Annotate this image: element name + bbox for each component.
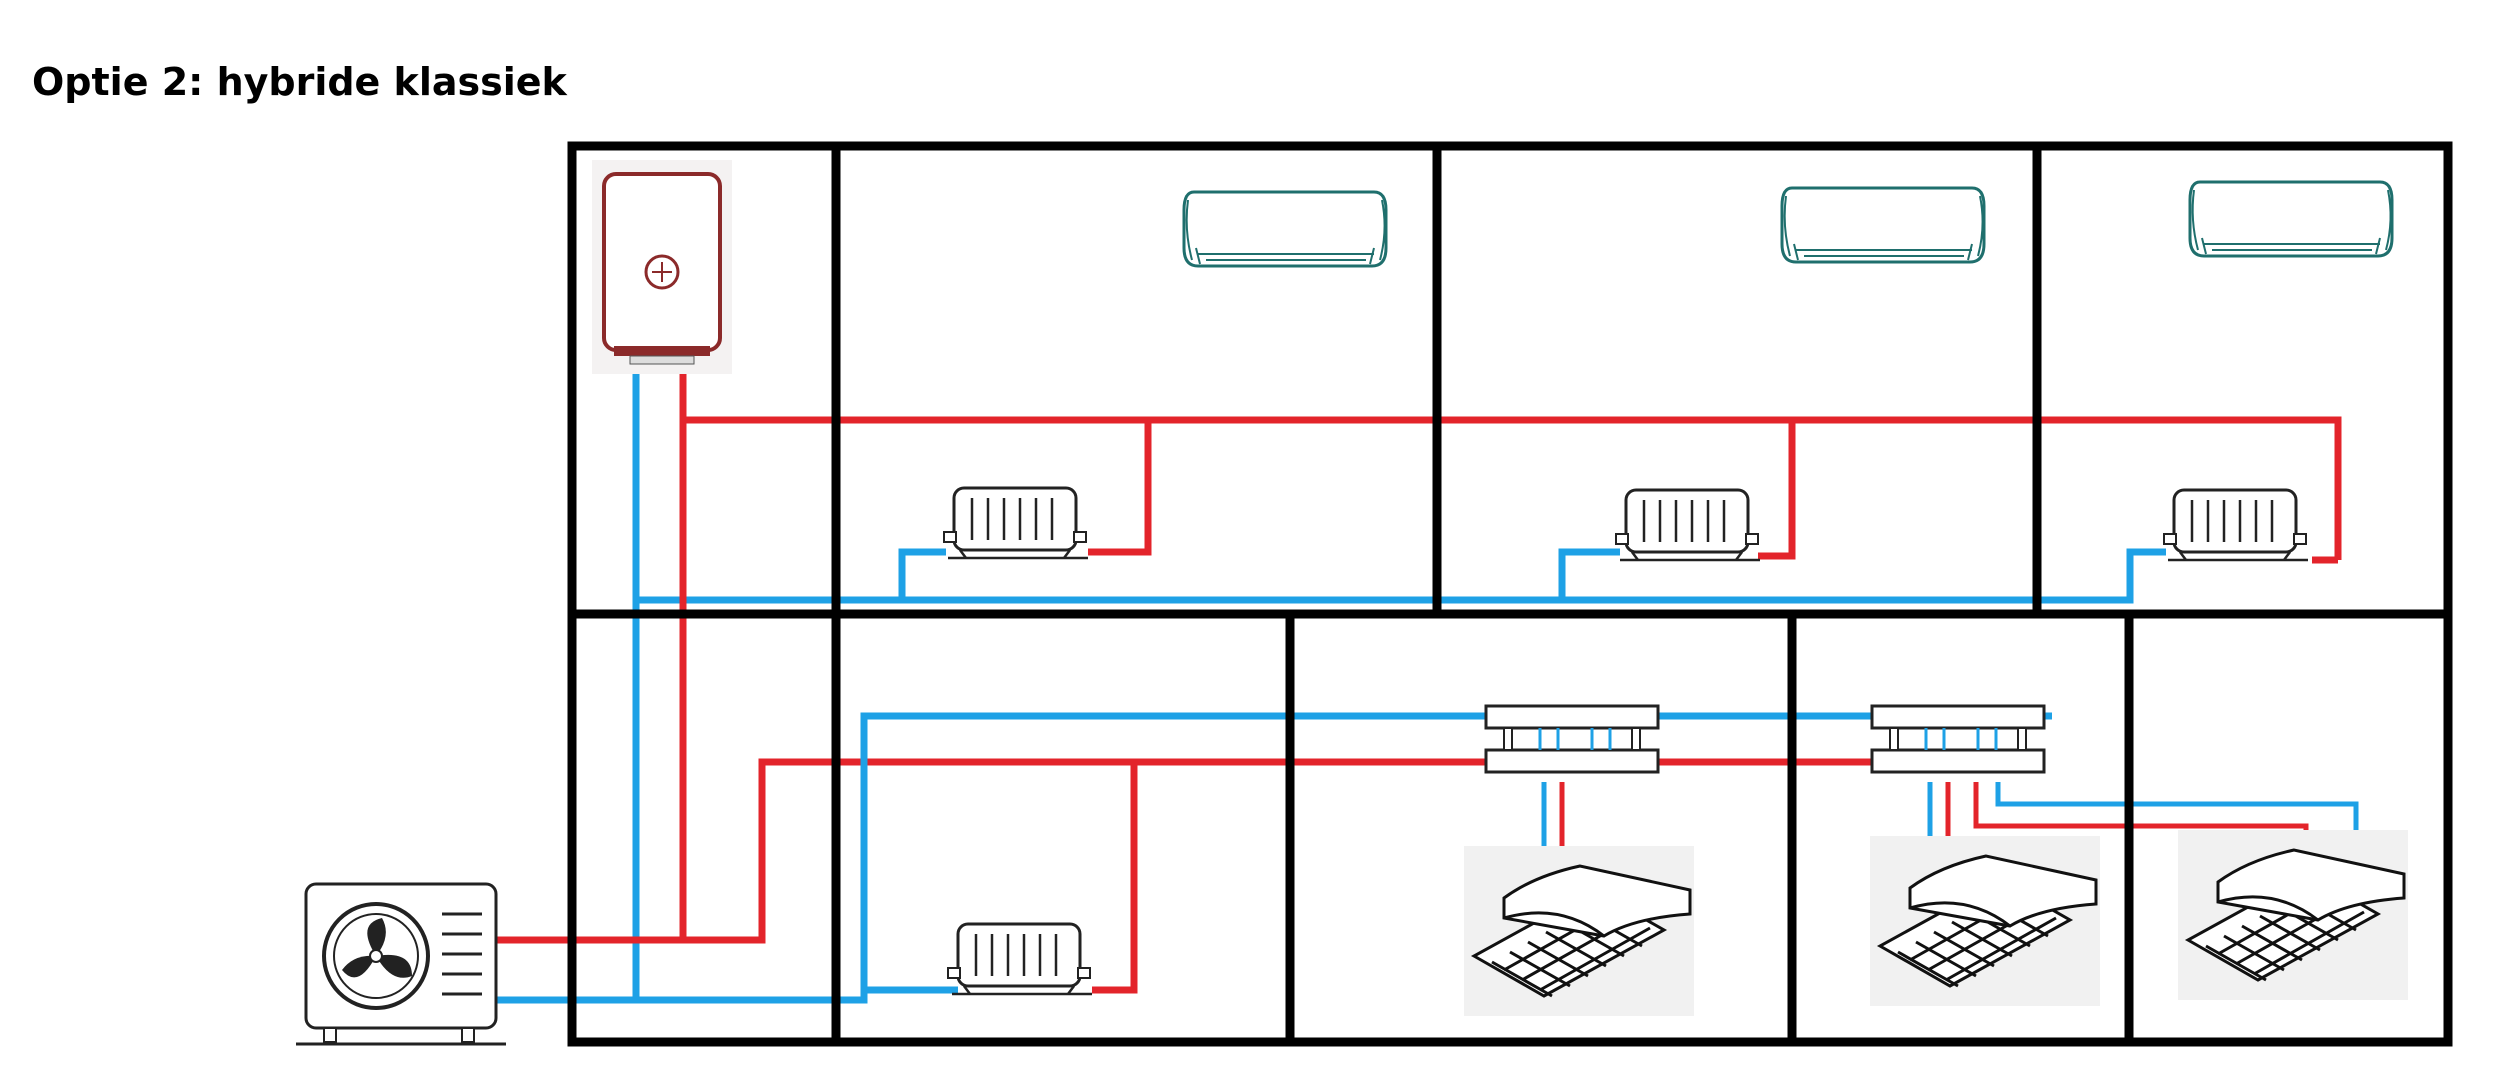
ac-unit-icon [1780,186,1986,264]
ac-unit-icon [1182,190,1388,268]
house-walls [567,141,2453,1047]
pipe-supply-rad-4 [1092,762,1138,994]
pipe-return-rad-2 [1558,548,1620,600]
ac-unit-icon [2188,180,2394,258]
floor-heating-icon [1868,834,2102,1008]
diagram-title: Optie 2: hybride klassiek [32,60,567,104]
manifold-icon [1484,704,1660,774]
radiator-icon [2162,488,2310,562]
floor-heating-icon [1462,844,1696,1018]
radiator-icon [946,922,1094,996]
floor-heating-icon [2176,828,2410,1002]
boiler-icon [592,160,732,374]
radiator-icon [942,486,1090,560]
heat-pump-icon [296,882,506,1046]
radiator-icon [1614,488,1762,562]
pipe-supply-rad-2 [1758,420,1796,560]
pipe-supply-rad-1 [1088,420,1152,556]
pipe-return-upper [636,548,2166,604]
pipe-return-rad-1 [898,548,946,600]
pipe-supply-upper [679,366,2342,560]
pipe-return-outdoor [496,712,2052,1004]
manifold-icon [1870,704,2046,774]
